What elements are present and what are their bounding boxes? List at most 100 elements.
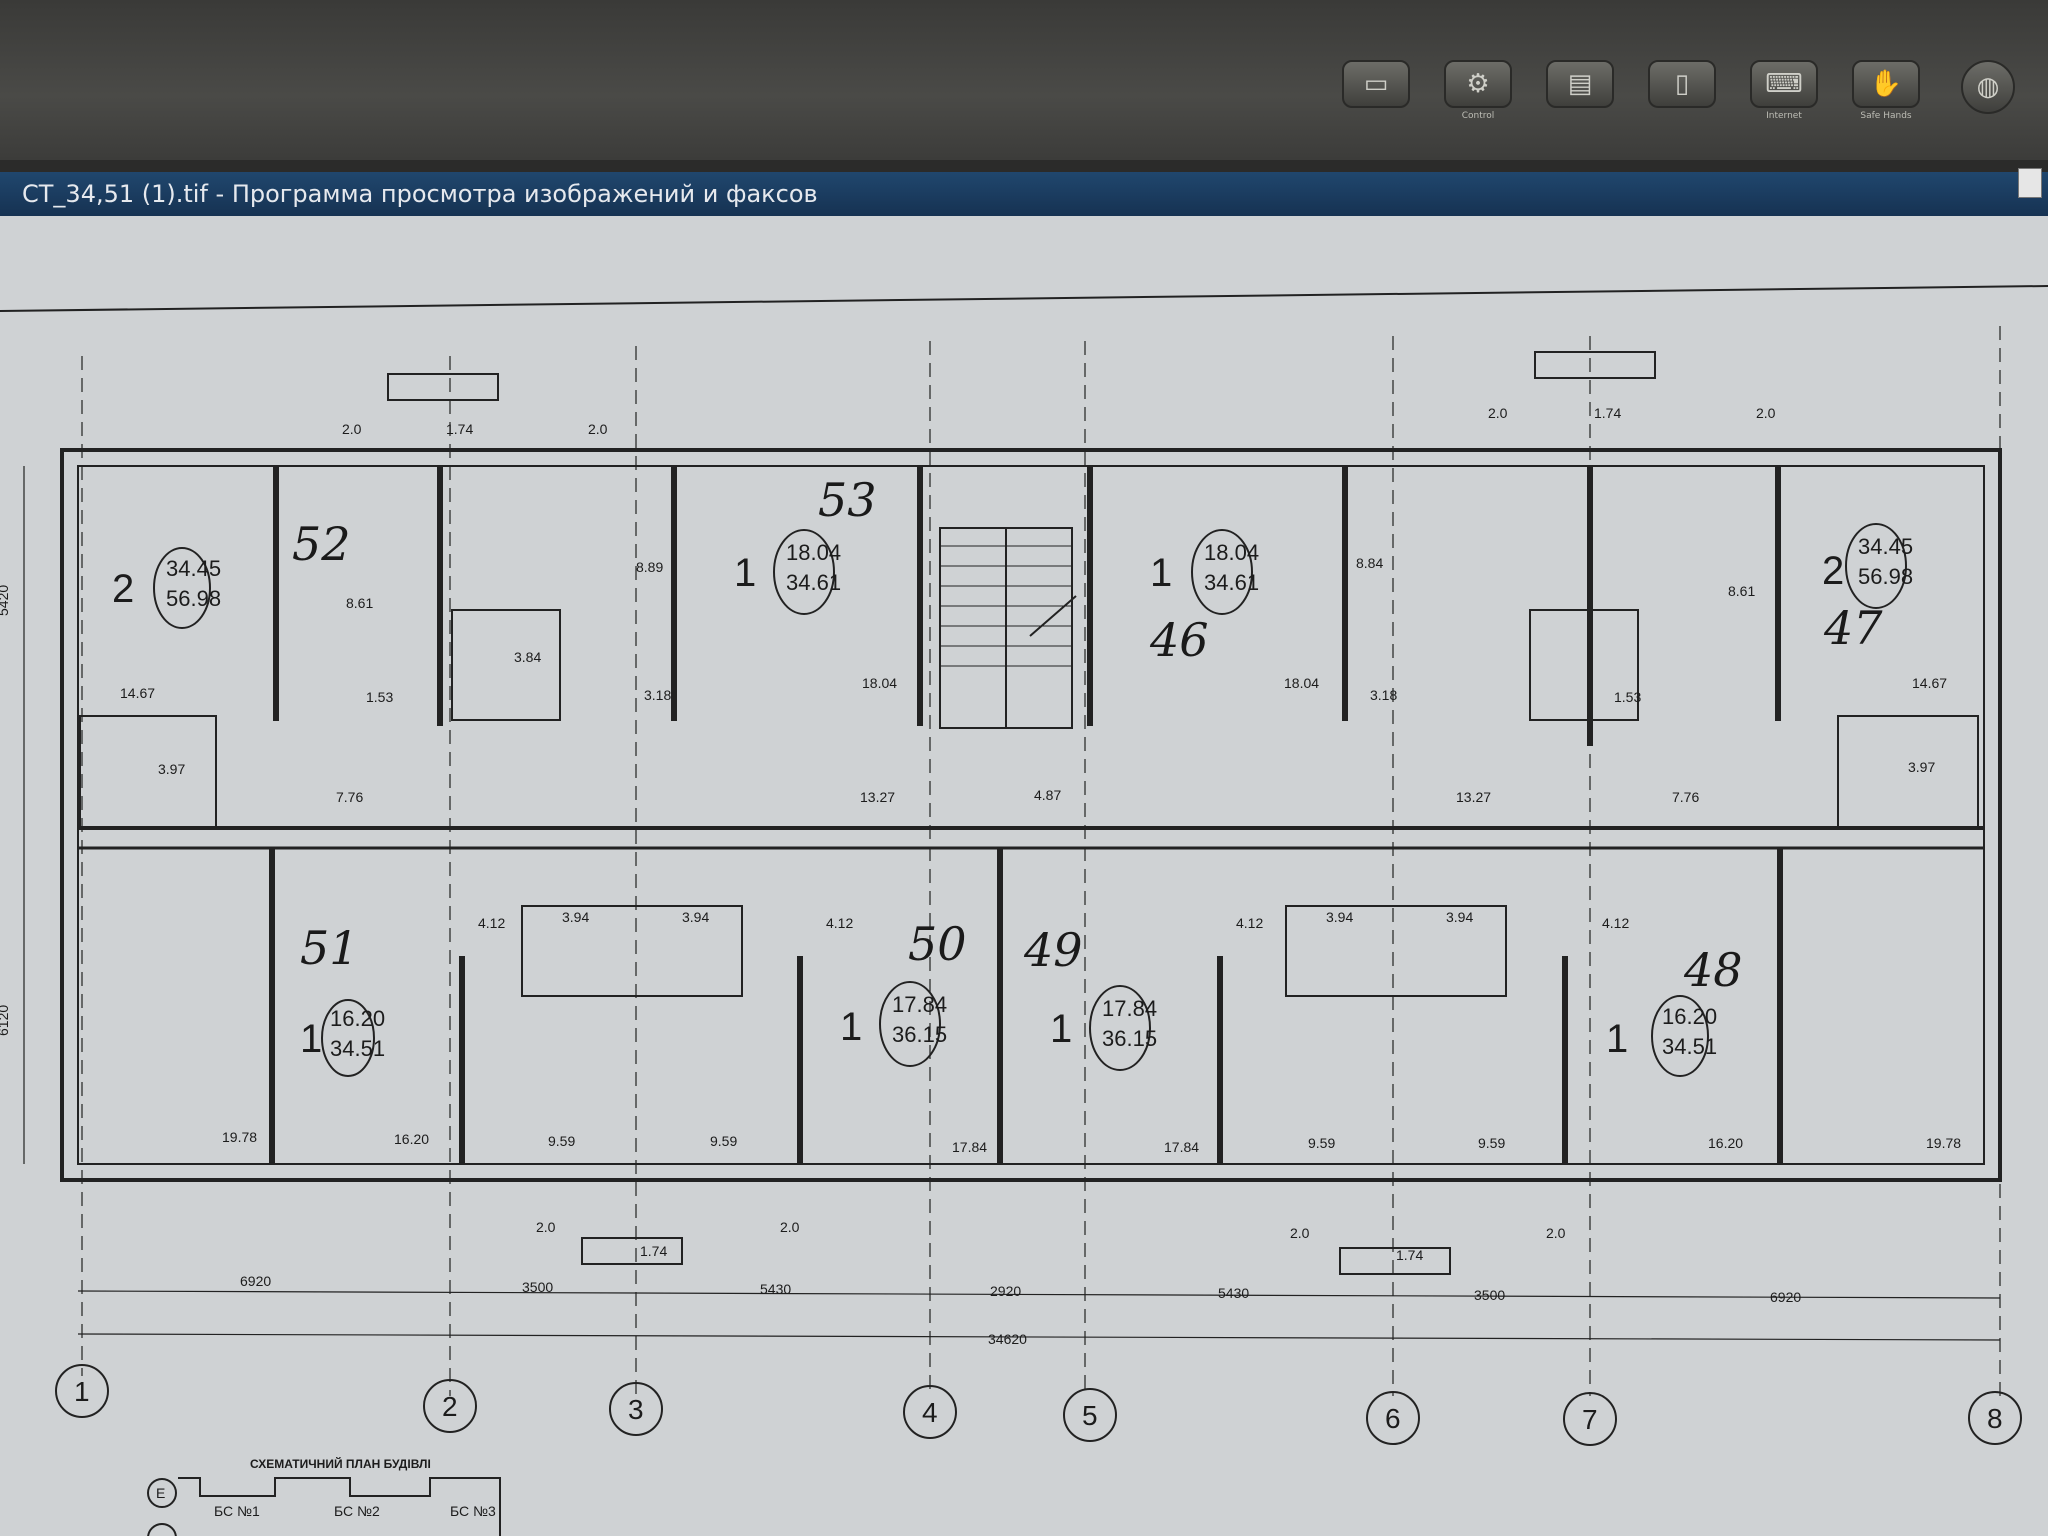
shortcut-1[interactable]: ▭ [1336, 60, 1416, 111]
shortcut-5[interactable]: ⌨ Internet [1744, 60, 1824, 121]
room-area: 18.04 [862, 675, 897, 691]
apt-total-area: 56.98 [166, 586, 221, 611]
balcony-dim: 1.74 [1594, 405, 1621, 421]
balcony-dim: 2.0 [1488, 405, 1508, 421]
shortcut-3[interactable]: ▤ [1540, 60, 1620, 111]
apt-rooms: 1 [1050, 1007, 1072, 1051]
room-area: 13.27 [860, 789, 895, 805]
apt-living-area: 18.04 [786, 540, 841, 565]
room-area: 3.18 [1370, 687, 1397, 703]
apt-living-area: 17.84 [892, 992, 947, 1017]
room-area: 14.67 [120, 685, 155, 701]
span-dim: 6920 [240, 1273, 271, 1289]
vertical-dim: 5420 [0, 585, 11, 616]
apt-number-handwritten: 46 [1149, 613, 1209, 667]
room-area: 9.59 [548, 1133, 575, 1149]
balcony-dim: 1.74 [640, 1243, 667, 1259]
apt-living-area: 16.20 [330, 1006, 385, 1031]
room-area: 18.04 [1284, 675, 1319, 691]
total-dim: 34620 [988, 1331, 1027, 1347]
shortcut-7[interactable]: ◍ [1948, 60, 2028, 117]
shortcut-6[interactable]: ✋ Safe Hands [1846, 60, 1926, 121]
apt-total-area: 36.15 [1102, 1026, 1157, 1051]
apt-rooms: 1 [1150, 551, 1172, 595]
span-dim: 6920 [1770, 1289, 1801, 1305]
window-close-button[interactable] [2018, 168, 2042, 198]
room-area: 8.84 [1356, 555, 1383, 571]
schema-axis: Е [156, 1485, 165, 1501]
room-area: 3.97 [158, 761, 185, 777]
room-area: 17.84 [952, 1139, 987, 1155]
room-area: 3.18 [644, 687, 671, 703]
shortcut-4[interactable]: ▯ [1642, 60, 1722, 111]
balcony-dim: 1.74 [1396, 1247, 1423, 1263]
shortcut-2[interactable]: ⚙ Control [1438, 60, 1518, 121]
window-titlebar[interactable]: CT_34,51 (1).tif - Программа просмотра и… [0, 172, 2048, 216]
room-area: 8.89 [636, 559, 663, 575]
schema-section: БС №2 [334, 1503, 380, 1519]
span-dim: 5430 [1218, 1285, 1249, 1301]
desktop-icon: ▭ [1342, 60, 1410, 108]
apt-living-area: 34.45 [1858, 534, 1913, 559]
room-area: 19.78 [222, 1129, 257, 1145]
room-area: 7.76 [336, 789, 363, 805]
apt-total-area: 34.51 [1662, 1034, 1717, 1059]
balcony-dim: 2.0 [536, 1219, 556, 1235]
span-dim: 5430 [760, 1281, 791, 1297]
control-panel-icon: ⚙ [1444, 60, 1512, 108]
room-area: 9.59 [1308, 1135, 1335, 1151]
balcony-dim: 1.74 [446, 421, 473, 437]
vertical-dim: 6120 [0, 1005, 11, 1036]
axis-label: 3 [628, 1394, 644, 1425]
balcony-dim: 2.0 [342, 421, 362, 437]
schema-section: БС №3 [450, 1503, 496, 1519]
apt-number-handwritten: 48 [1683, 943, 1743, 997]
axis-label: 4 [922, 1397, 938, 1428]
room-area: 1.53 [1614, 689, 1641, 705]
balcony-dim: 2.0 [1546, 1225, 1566, 1241]
shortcut-label: Internet [1766, 111, 1802, 121]
room-area: 8.61 [1728, 583, 1755, 599]
apt-total-area: 56.98 [1858, 564, 1913, 589]
apt-number-handwritten: 50 [908, 917, 967, 971]
apt-number-handwritten: 53 [818, 473, 877, 527]
axis-label: 7 [1582, 1404, 1598, 1435]
room-area: 3.94 [562, 909, 589, 925]
apt-number-handwritten: 52 [292, 517, 351, 571]
apt-number-handwritten: 47 [1823, 601, 1883, 655]
room-area: 13.27 [1456, 789, 1491, 805]
apt-rooms: 1 [840, 1005, 862, 1049]
room-area: 8.61 [346, 595, 373, 611]
room-area: 4.87 [1034, 787, 1061, 803]
apt-rooms: 2 [112, 567, 134, 611]
balcony-dim: 2.0 [588, 421, 608, 437]
apt-living-area: 18.04 [1204, 540, 1259, 565]
axis-label: 6 [1385, 1403, 1401, 1434]
apt-total-area: 34.61 [786, 570, 841, 595]
handshake-icon: ✋ [1852, 60, 1920, 108]
image-viewer-canvas[interactable]: 34.45 56.98 18.04 34.61 18.04 34.61 34.4… [0, 216, 2048, 1536]
apt-total-area: 36.15 [892, 1022, 947, 1047]
room-area: 16.20 [394, 1131, 429, 1147]
apt-living-area: 34.45 [166, 556, 221, 581]
balcony-dim: 2.0 [1290, 1225, 1310, 1241]
shortcut-label: Safe Hands [1860, 111, 1912, 121]
room-area: 17.84 [1164, 1139, 1199, 1155]
apt-rooms: 1 [1606, 1017, 1628, 1061]
axis-label: 8 [1987, 1403, 2003, 1434]
balcony-dim: 2.0 [780, 1219, 800, 1235]
apt-rooms: 1 [734, 551, 756, 595]
room-area: 3.97 [1908, 759, 1935, 775]
room-area: 1.53 [366, 689, 393, 705]
globe-icon: ◍ [1961, 60, 2015, 114]
window-title: CT_34,51 (1).tif - Программа просмотра и… [22, 180, 818, 208]
span-dim: 2920 [990, 1283, 1021, 1299]
room-area: 9.59 [710, 1133, 737, 1149]
room-area: 3.94 [1326, 909, 1353, 925]
room-area: 3.94 [682, 909, 709, 925]
schema-section: БС №1 [214, 1503, 260, 1519]
room-area: 19.78 [1926, 1135, 1961, 1151]
floor-plan-drawing: 34.45 56.98 18.04 34.61 18.04 34.61 34.4… [0, 285, 2048, 1536]
keyboard-icon: ⌨ [1750, 60, 1818, 108]
axis-label: 2 [442, 1391, 458, 1422]
